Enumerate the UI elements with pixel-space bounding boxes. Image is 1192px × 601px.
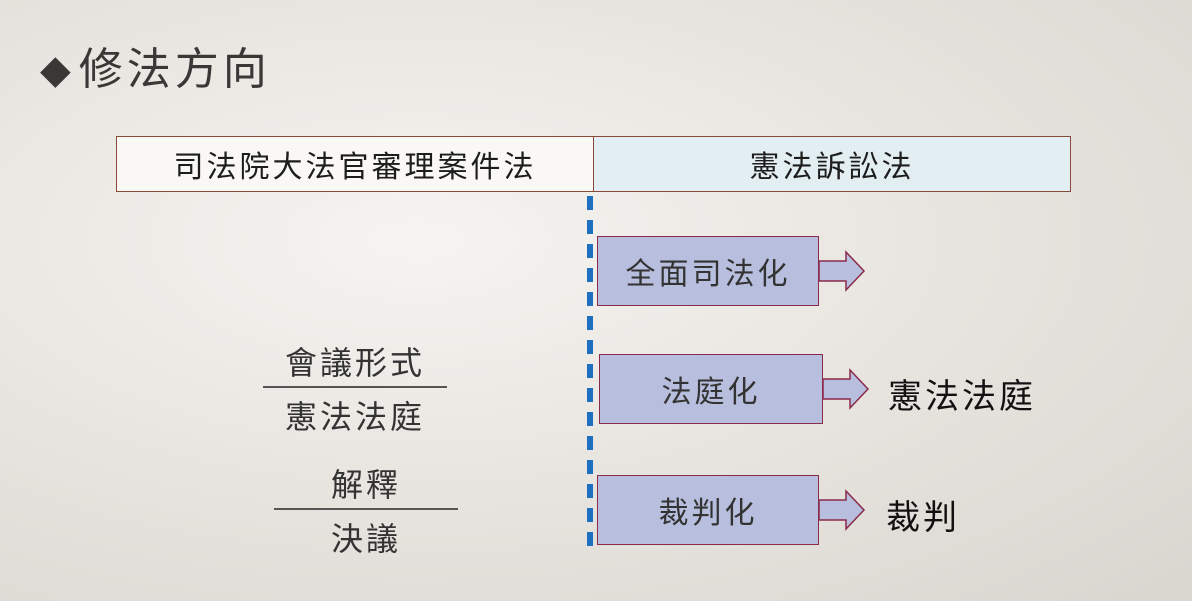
flow-result-constitutional-court: 憲法法庭 bbox=[888, 377, 1036, 417]
flow-box-full-judicialization: 全面司法化 bbox=[597, 236, 819, 306]
arrow-right-icon bbox=[822, 368, 870, 410]
fraction-line bbox=[274, 508, 458, 510]
fraction-line bbox=[263, 386, 447, 388]
comparison-new-text: 決議 bbox=[330, 519, 401, 558]
comparison-new-text: 憲法法庭 bbox=[284, 397, 425, 436]
flow-box-adjudication: 裁判化 bbox=[597, 475, 819, 545]
slide-title-text: 修法方向 bbox=[78, 44, 271, 95]
arrow-right-icon bbox=[818, 250, 866, 292]
slide-title: ◆ 修法方向 bbox=[40, 40, 271, 100]
comparison-meeting-vs-court: 會議形式 憲法法庭 bbox=[263, 338, 447, 438]
dashed-divider bbox=[587, 196, 593, 548]
arrow-right-icon bbox=[818, 489, 866, 531]
diamond-bullet-icon: ◆ bbox=[40, 47, 75, 93]
comparison-old-text: 會議形式 bbox=[284, 344, 425, 382]
old-law-header: 司法院大法官審理案件法 bbox=[116, 136, 594, 192]
comparison-old-text: 解釋 bbox=[330, 466, 401, 504]
flow-box-courtization: 法庭化 bbox=[599, 354, 823, 424]
new-law-header: 憲法訴訟法 bbox=[593, 136, 1071, 192]
comparison-interpretation-vs-resolution: 解釋 決議 bbox=[274, 460, 458, 560]
flow-result-judgment: 裁判 bbox=[886, 498, 960, 538]
